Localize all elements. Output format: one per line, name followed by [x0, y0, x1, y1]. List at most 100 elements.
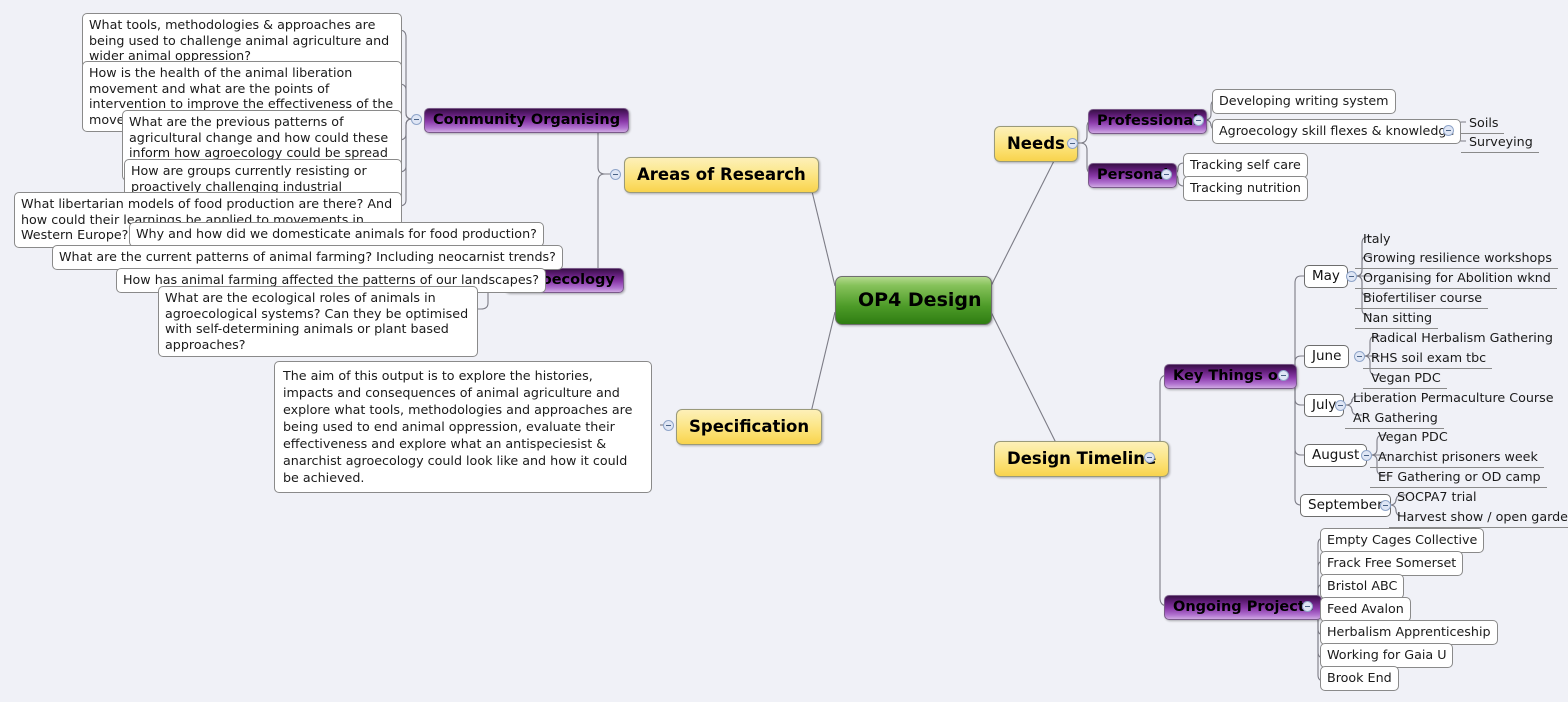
timeline-event-label: SOCPA7 trial — [1397, 489, 1477, 504]
project-label: Empty Cages Collective — [1327, 532, 1478, 547]
timeline-event-label: Biofertiliser course — [1363, 290, 1483, 305]
timeline-event[interactable]: Growing resilience workshops — [1355, 248, 1558, 269]
timeline-event-label: EF Gathering or OD camp — [1378, 469, 1541, 484]
skill-subitem[interactable]: Soils — [1461, 113, 1505, 134]
collapse-toggle-personal[interactable] — [1161, 169, 1172, 180]
timeline-event[interactable]: Liberation Permaculture Course — [1345, 388, 1560, 408]
collapse-toggle-specification[interactable] — [663, 420, 674, 431]
professional-label: Professional — [1097, 113, 1199, 129]
need-item-label: Developing writing system — [1219, 93, 1389, 108]
need-item[interactable]: Agroecology skill flexes & knowledge — [1212, 119, 1462, 144]
collapse-toggle-professional[interactable] — [1193, 115, 1204, 126]
project-label: Brook End — [1327, 670, 1392, 685]
month-label: August — [1312, 447, 1360, 463]
timeline-event[interactable]: Anarchist prisoners week — [1370, 447, 1544, 468]
collapse-toggle-community-organising[interactable] — [411, 114, 422, 125]
collapse-toggle-august[interactable] — [1361, 450, 1372, 461]
question-text: How has animal farming affected the patt… — [123, 272, 540, 287]
month-may[interactable]: May — [1304, 265, 1348, 288]
community-organising-label: Community Organising — [433, 112, 621, 128]
timeline-event[interactable]: Biofertiliser course — [1355, 288, 1489, 309]
timeline-event[interactable]: EF Gathering or OD camp — [1370, 467, 1547, 488]
timeline-event[interactable]: RHS soil exam tbc — [1363, 348, 1493, 369]
question-box[interactable]: What are the ecological roles of animals… — [158, 286, 478, 357]
skill-subitem[interactable]: Surveying — [1461, 132, 1539, 153]
node-areas-of-research[interactable]: Areas of Research — [624, 157, 819, 193]
node-specification[interactable]: Specification — [676, 409, 823, 445]
collapse-toggle-agroecology-skills[interactable] — [1443, 125, 1454, 136]
timeline-event[interactable]: AR Gathering — [1345, 408, 1444, 429]
project-item[interactable]: Brook End — [1320, 666, 1399, 691]
design-timeline-label: Design Timeline — [1007, 449, 1157, 468]
timeline-event-label: Liberation Permaculture Course — [1353, 390, 1554, 405]
need-item[interactable]: Developing writing system — [1212, 89, 1396, 114]
node-key-things-on[interactable]: Key Things on — [1164, 364, 1298, 389]
month-label: June — [1312, 348, 1342, 364]
need-item-label: Tracking nutrition — [1190, 180, 1301, 195]
needs-label: Needs — [1007, 134, 1065, 153]
month-september[interactable]: September — [1300, 494, 1391, 517]
month-august[interactable]: August — [1304, 444, 1368, 467]
collapse-toggle-needs[interactable] — [1067, 138, 1078, 149]
collapse-toggle-september[interactable] — [1380, 500, 1391, 511]
project-label: Feed Avalon — [1327, 601, 1404, 616]
key-things-on-label: Key Things on — [1173, 368, 1289, 384]
collapse-toggle-areas-of-research[interactable] — [610, 169, 621, 180]
timeline-event[interactable]: Vegan PDC — [1363, 368, 1447, 389]
timeline-event-label: Organising for Abolition wknd — [1363, 270, 1551, 285]
timeline-event-label: Radical Herbalism Gathering — [1371, 330, 1553, 345]
project-item[interactable]: Frack Free Somerset — [1320, 551, 1464, 576]
question-box[interactable]: How are groups currently resisting or pr… — [124, 159, 402, 215]
project-item[interactable]: Herbalism Apprenticeship — [1320, 620, 1498, 645]
timeline-event[interactable]: SOCPA7 trial — [1389, 487, 1483, 507]
node-design-timeline[interactable]: Design Timeline — [994, 441, 1170, 477]
question-box[interactable]: Why and how did we domesticate animals f… — [129, 222, 544, 247]
node-ongoing-projects[interactable]: Ongoing Projects — [1164, 595, 1323, 620]
collapse-toggle-design-timeline[interactable] — [1144, 452, 1155, 463]
personal-label: Personal — [1097, 167, 1169, 183]
timeline-event[interactable]: Vegan PDC — [1370, 427, 1454, 447]
timeline-event[interactable]: Harvest show / open gardens — [1389, 507, 1568, 528]
need-item-label: Agroecology skill flexes & knowledge — [1219, 123, 1455, 138]
specification-label: Specification — [689, 417, 810, 436]
project-label: Bristol ABC — [1327, 578, 1398, 593]
timeline-event[interactable]: Italy — [1355, 229, 1397, 249]
timeline-event[interactable]: Organising for Abolition wknd — [1355, 268, 1557, 289]
root-node-op4-design[interactable]: OP4 Design — [835, 276, 992, 325]
month-july[interactable]: July — [1304, 394, 1345, 417]
month-june[interactable]: June — [1304, 345, 1350, 368]
question-text: Why and how did we domesticate animals f… — [136, 226, 537, 241]
timeline-event-label: AR Gathering — [1353, 410, 1438, 425]
question-box[interactable]: What tools, methodologies & approaches a… — [82, 13, 402, 69]
collapse-toggle-june[interactable] — [1354, 351, 1365, 362]
question-box[interactable]: What are the current patterns of animal … — [52, 245, 563, 270]
collapse-toggle-may[interactable] — [1346, 271, 1357, 282]
question-text: What tools, methodologies & approaches a… — [89, 17, 390, 63]
project-item[interactable]: Feed Avalon — [1320, 597, 1411, 622]
root-label: OP4 Design — [858, 289, 982, 311]
question-text: What are the current patterns of animal … — [59, 249, 556, 264]
collapse-toggle-july[interactable] — [1335, 400, 1346, 411]
node-professional[interactable]: Professional — [1088, 109, 1208, 134]
timeline-event-label: RHS soil exam tbc — [1371, 350, 1487, 365]
project-item[interactable]: Bristol ABC — [1320, 574, 1405, 599]
collapse-toggle-ongoing-projects[interactable] — [1302, 601, 1313, 612]
timeline-event[interactable]: Radical Herbalism Gathering — [1363, 328, 1559, 348]
specification-text-box[interactable]: The aim of this output is to explore the… — [274, 361, 652, 493]
timeline-event-label: Growing resilience workshops — [1363, 250, 1552, 265]
need-item[interactable]: Tracking nutrition — [1183, 176, 1308, 201]
need-item[interactable]: Tracking self care — [1183, 153, 1308, 178]
areas-of-research-label: Areas of Research — [637, 165, 806, 184]
project-label: Working for Gaia U — [1327, 647, 1447, 662]
collapse-toggle-key-things-on[interactable] — [1278, 370, 1289, 381]
timeline-event[interactable]: Nan sitting — [1355, 308, 1439, 329]
skill-subitem-label: Surveying — [1469, 134, 1533, 149]
timeline-event-label: Vegan PDC — [1378, 429, 1448, 444]
project-item[interactable]: Working for Gaia U — [1320, 643, 1454, 668]
node-needs[interactable]: Needs — [994, 126, 1078, 162]
skill-subitem-label: Soils — [1469, 115, 1499, 130]
specification-text: The aim of this output is to explore the… — [283, 368, 633, 485]
project-item[interactable]: Empty Cages Collective — [1320, 528, 1485, 553]
node-community-organising[interactable]: Community Organising — [424, 108, 630, 133]
